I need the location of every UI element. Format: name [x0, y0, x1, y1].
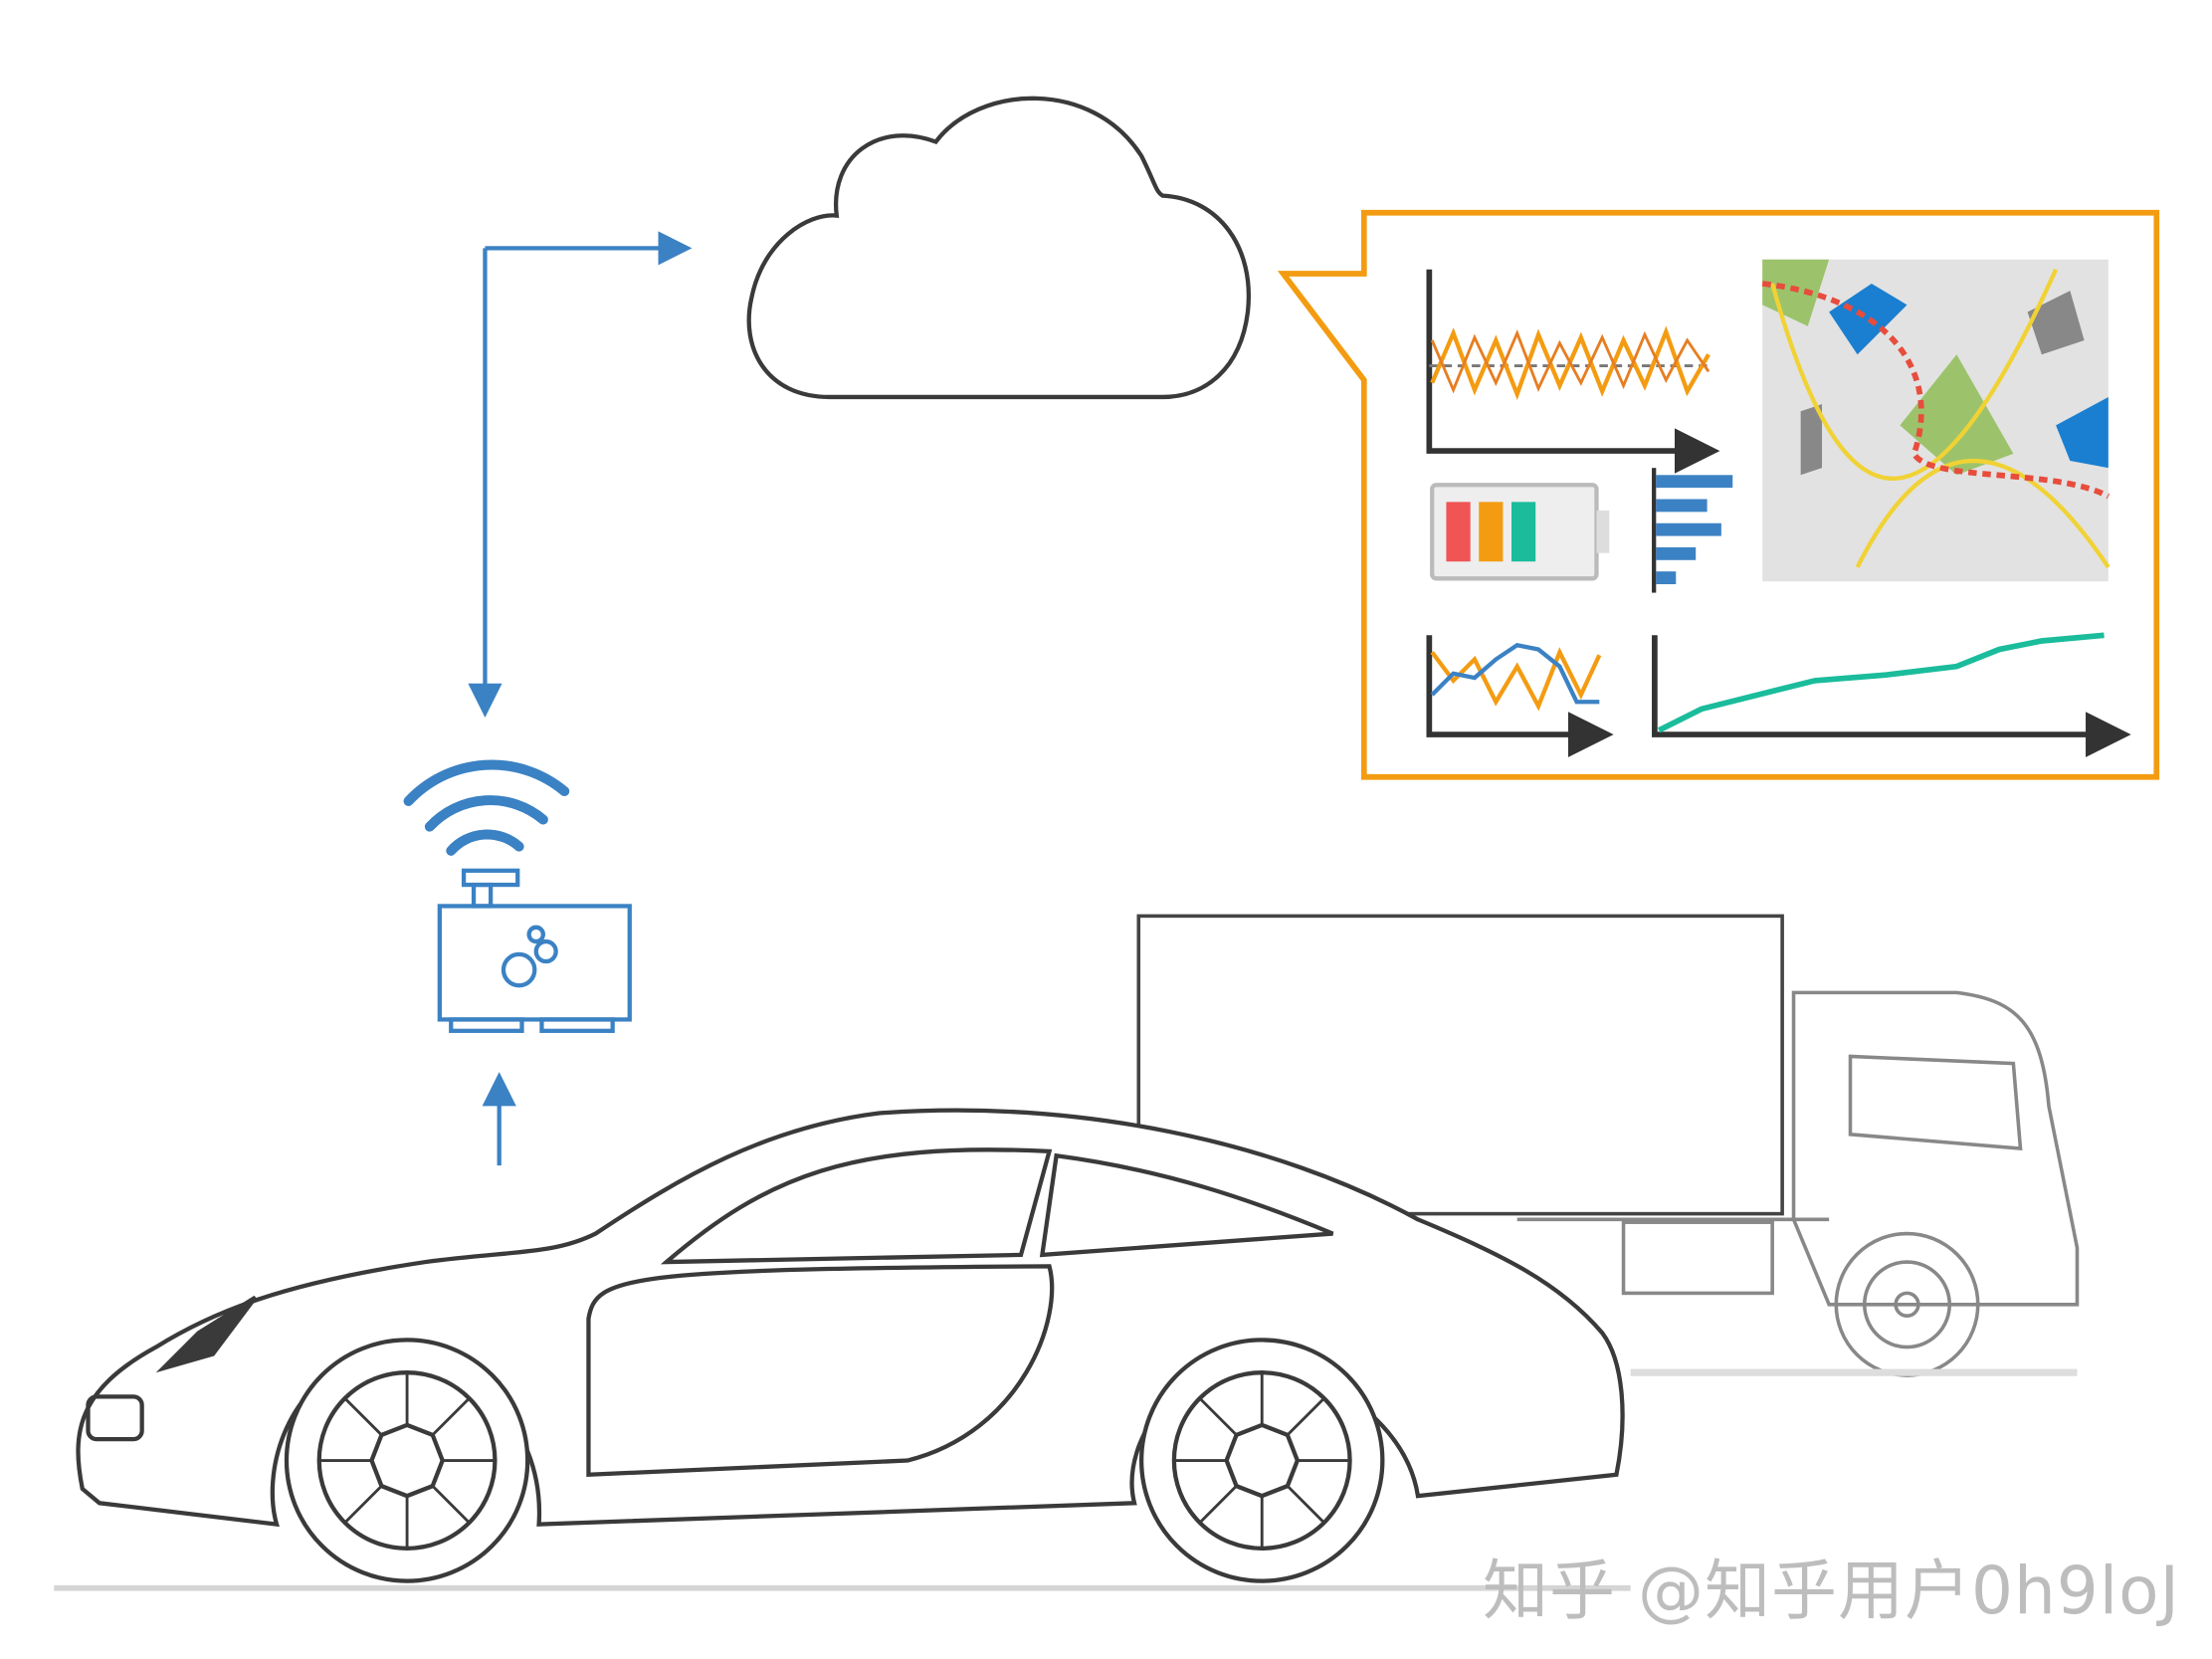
car-illustration: [76, 1108, 1625, 1583]
map-thumbnail: [1761, 259, 2111, 582]
cloud-icon: [746, 96, 1251, 400]
truck-illustration: [1136, 914, 2080, 1377]
oscillation-chart: [1426, 269, 1720, 474]
wifi-icon: [403, 759, 570, 856]
battery-icon: [1430, 483, 1610, 581]
trend-line-chart: [1652, 632, 2131, 757]
watermark: 知乎 @知乎用户0h9loJ: [1483, 1553, 2180, 1629]
horizontal-bar-chart: [1652, 468, 1733, 593]
data-flow-arrows: [468, 231, 693, 1166]
multi-line-chart: [1426, 635, 1614, 757]
telematics-device-icon: [437, 868, 632, 1033]
